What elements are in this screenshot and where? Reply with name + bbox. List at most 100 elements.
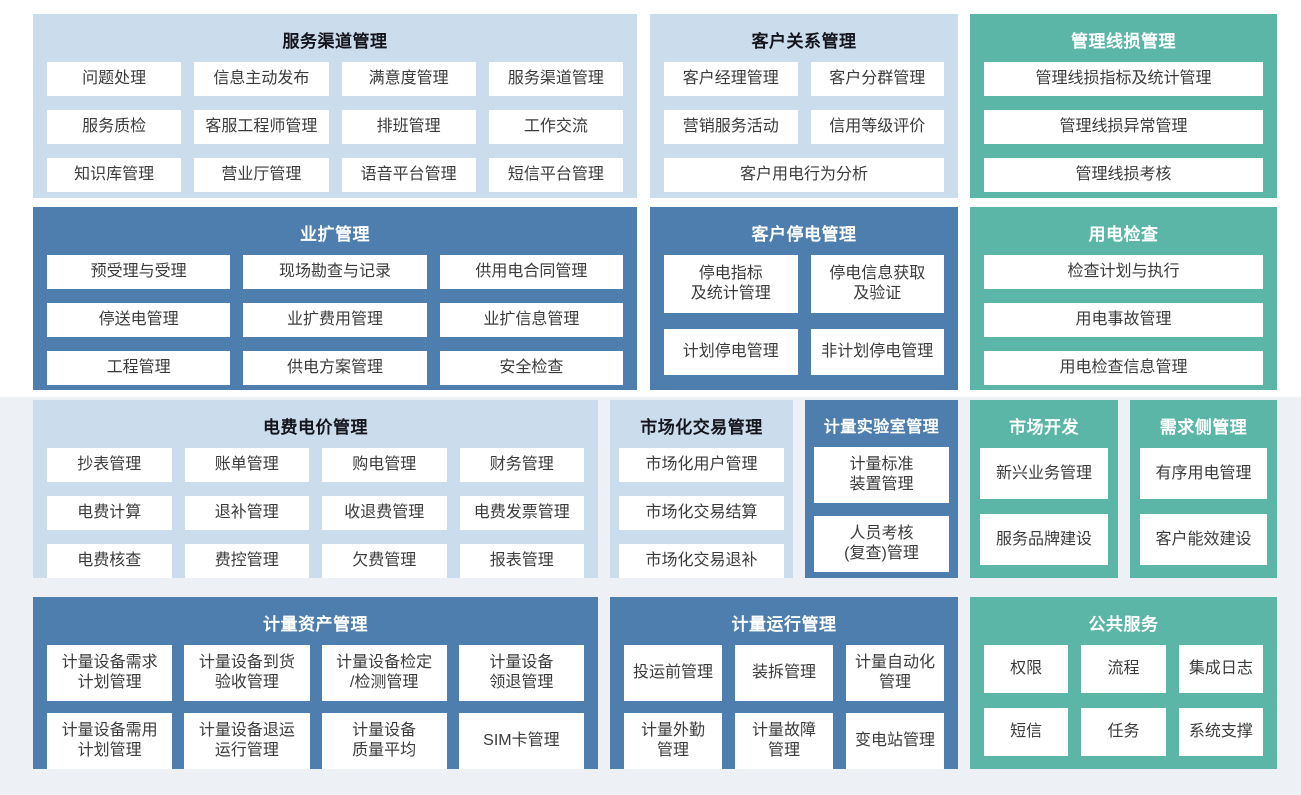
module-item: 市场化用户管理	[619, 448, 784, 482]
module-item: 知识库管理	[47, 158, 182, 192]
block-title: 市场开发	[1009, 418, 1079, 437]
module-item: 服务品牌建设	[980, 514, 1108, 565]
block-title: 管理线损管理	[1071, 32, 1176, 51]
module-grid: 新兴业务管理服务品牌建设	[970, 448, 1118, 565]
block-title: 客户关系管理	[751, 32, 857, 51]
module-item: 预受理与受理	[47, 255, 231, 289]
module-grid: 权限流程集成日志短信任务系统支撑	[970, 645, 1277, 756]
module-item: 电费发票管理	[459, 496, 584, 530]
block-customer-outage-management: 客户停电管理 停电指标 及统计管理停电信息获取 及验证计划停电管理非计划停电管理	[650, 207, 958, 390]
block-metering-assets-management: 计量资产管理 计量设备需求 计划管理计量设备到货 验收管理计量设备检定 /检测管…	[33, 597, 598, 769]
module-item: 客户分群管理	[810, 62, 944, 96]
block-title: 市场化交易管理	[640, 418, 763, 437]
module-item: 营业厅管理	[194, 158, 329, 192]
module-item: 投运前管理	[624, 645, 722, 701]
block-title: 客户停电管理	[751, 225, 857, 244]
module-item: 问题处理	[47, 62, 182, 96]
module-grid: 问题处理信息主动发布满意度管理服务渠道管理服务质检客服工程师管理排班管理工作交流…	[33, 62, 637, 192]
block-service-channel-management: 服务渠道管理 问题处理信息主动发布满意度管理服务渠道管理服务质检客服工程师管理排…	[33, 14, 637, 198]
module-item: 客户经理管理	[664, 62, 798, 96]
block-title: 业扩管理	[300, 225, 370, 244]
block-business-expansion-management: 业扩管理 预受理与受理现场勘查与记录供用电合同管理停送电管理业扩费用管理业扩信息…	[33, 207, 637, 390]
module-item: 计量设备 质量平均	[321, 713, 447, 769]
module-item: 计量自动化 管理	[846, 645, 944, 701]
module-grid: 有序用电管理客户能效建设	[1130, 448, 1277, 565]
module-item: 检查计划与执行	[984, 255, 1263, 289]
block-power-usage-inspection: 用电检查 检查计划与执行用电事故管理用电检查信息管理	[970, 207, 1277, 390]
module-item: 用电事故管理	[984, 303, 1263, 337]
module-item: 工作交流	[488, 110, 623, 144]
module-item: 计量设备检定 /检测管理	[321, 645, 447, 701]
module-item: 计量故障 管理	[735, 713, 833, 769]
block-tariff-management: 电费电价管理 抄表管理账单管理购电管理财务管理电费计算退补管理收退费管理电费发票…	[33, 400, 598, 578]
module-item: 营销服务活动	[664, 110, 798, 144]
module-grid: 计量标准 装置管理人员考核 (复查)管理	[805, 447, 958, 572]
block-title: 需求侧管理	[1159, 418, 1248, 437]
module-item: 装拆管理	[735, 645, 833, 701]
module-item: 市场化交易退补	[619, 544, 784, 578]
module-item: 计划停电管理	[664, 329, 798, 375]
module-grid: 市场化用户管理市场化交易结算市场化交易退补	[610, 448, 793, 578]
module-item: 计量设备需求 计划管理	[47, 645, 173, 701]
module-item: 服务质检	[47, 110, 182, 144]
module-item: 供用电合同管理	[439, 255, 623, 289]
block-title: 计量资产管理	[263, 615, 368, 634]
module-item: 变电站管理	[846, 713, 944, 769]
module-item: 业扩费用管理	[243, 303, 427, 337]
module-item: 收退费管理	[322, 496, 447, 530]
module-item: 满意度管理	[341, 62, 476, 96]
module-item: 市场化交易结算	[619, 496, 784, 530]
module-item: 有序用电管理	[1140, 448, 1267, 499]
module-item: 短信	[984, 708, 1069, 756]
module-item: 停送电管理	[47, 303, 231, 337]
module-item: 服务渠道管理	[488, 62, 623, 96]
module-item: 电费计算	[47, 496, 172, 530]
module-item: 人员考核 (复查)管理	[814, 516, 949, 572]
block-title: 服务渠道管理	[282, 32, 388, 51]
module-item: 计量外勤 管理	[624, 713, 722, 769]
module-item: 计量标准 装置管理	[814, 447, 949, 503]
module-grid: 投运前管理装拆管理计量自动化 管理计量外勤 管理计量故障 管理变电站管理	[610, 645, 958, 769]
module-item: 语音平台管理	[341, 158, 476, 192]
module-item: 停电信息获取 及验证	[810, 255, 944, 313]
module-item: 任务	[1081, 708, 1166, 756]
module-item: 退补管理	[184, 496, 309, 530]
module-grid: 停电指标 及统计管理停电信息获取 及验证计划停电管理非计划停电管理	[650, 255, 958, 375]
module-item: 欠费管理	[322, 544, 447, 578]
module-item: 排班管理	[341, 110, 476, 144]
module-item: 电费核查	[47, 544, 172, 578]
module-item: 报表管理	[459, 544, 584, 578]
module-grid: 管理线损指标及统计管理管理线损异常管理管理线损考核	[970, 62, 1277, 192]
module-item: 业扩信息管理	[439, 303, 623, 337]
module-grid: 计量设备需求 计划管理计量设备到货 验收管理计量设备检定 /检测管理计量设备 领…	[33, 645, 598, 769]
block-title: 电费电价管理	[263, 418, 368, 437]
module-item: 非计划停电管理	[810, 329, 944, 375]
module-item: 系统支撑	[1178, 708, 1263, 756]
module-grid: 检查计划与执行用电事故管理用电检查信息管理	[970, 255, 1277, 385]
module-item: 用电检查信息管理	[984, 351, 1263, 385]
block-customer-relationship-management: 客户关系管理 客户经理管理客户分群管理营销服务活动信用等级评价客户用电行为分析	[650, 14, 958, 198]
module-grid: 预受理与受理现场勘查与记录供用电合同管理停送电管理业扩费用管理业扩信息管理工程管…	[33, 255, 637, 385]
module-item: 集成日志	[1178, 645, 1263, 693]
block-market-development: 市场开发 新兴业务管理服务品牌建设	[970, 400, 1118, 578]
module-item: 计量设备到货 验收管理	[184, 645, 310, 701]
module-item: 购电管理	[322, 448, 447, 482]
module-item: 抄表管理	[47, 448, 172, 482]
module-item: 财务管理	[459, 448, 584, 482]
module-item: 信息主动发布	[194, 62, 329, 96]
block-demand-side-management: 需求侧管理 有序用电管理客户能效建设	[1130, 400, 1277, 578]
module-item: 计量设备 领退管理	[458, 645, 584, 701]
module-item: 费控管理	[184, 544, 309, 578]
module-item: 工程管理	[47, 351, 231, 385]
module-item: 权限	[984, 645, 1069, 693]
module-item: 账单管理	[184, 448, 309, 482]
block-market-trading-management: 市场化交易管理 市场化用户管理市场化交易结算市场化交易退补	[610, 400, 793, 578]
block-title: 公共服务	[1088, 615, 1159, 634]
module-item: SIM卡管理	[458, 713, 584, 769]
module-item: 新兴业务管理	[980, 448, 1108, 499]
module-item: 安全检查	[439, 351, 623, 385]
block-public-services: 公共服务 权限流程集成日志短信任务系统支撑	[970, 597, 1277, 769]
module-item: 客服工程师管理	[194, 110, 329, 144]
module-item: 短信平台管理	[488, 158, 623, 192]
